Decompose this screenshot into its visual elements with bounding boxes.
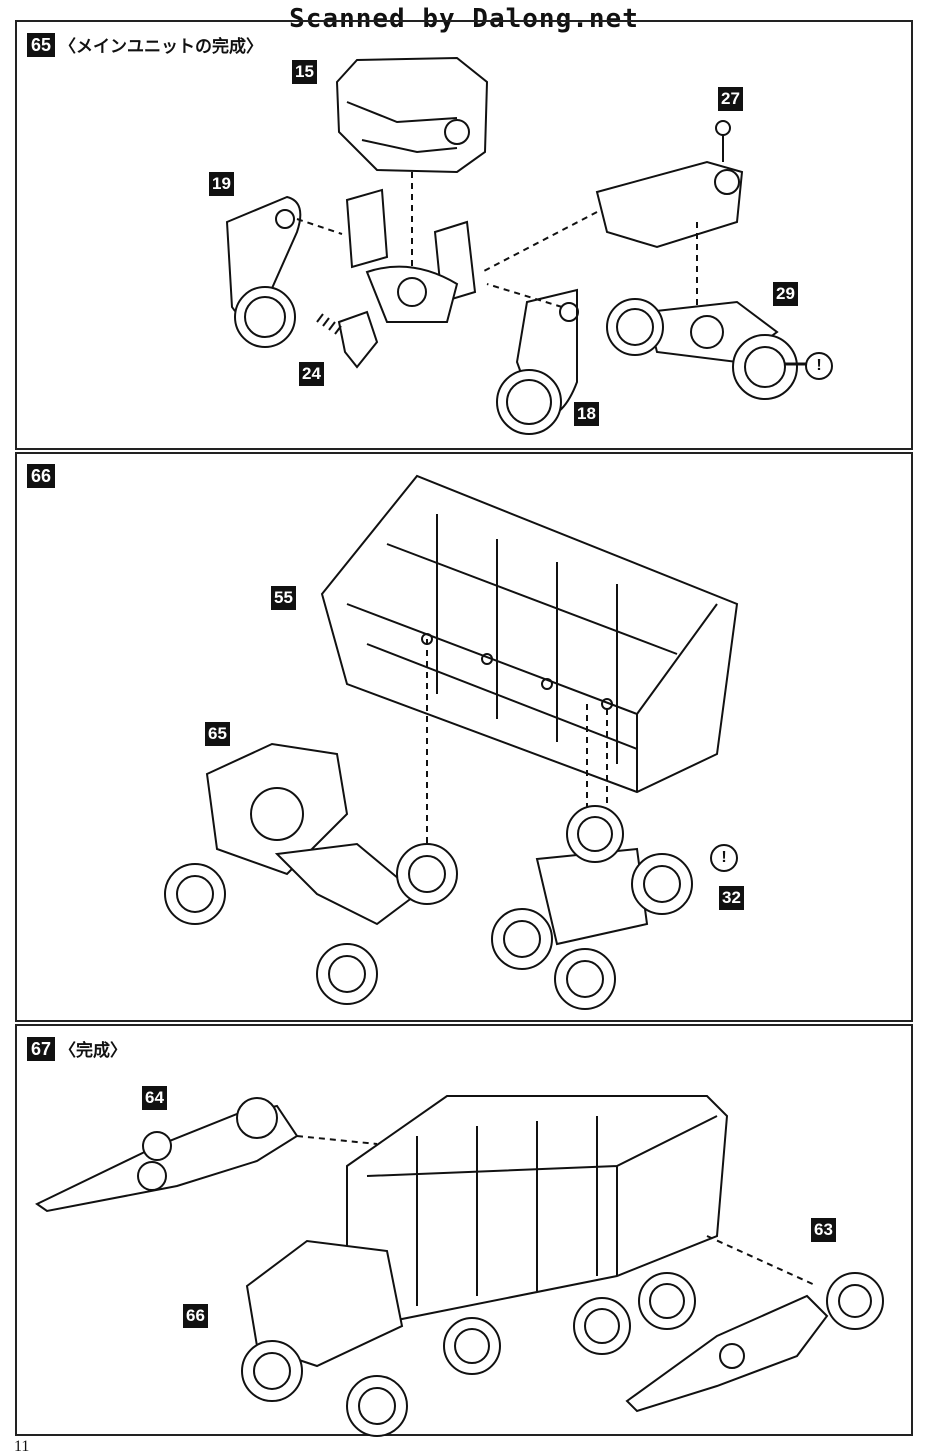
part-callout: 65: [205, 722, 230, 746]
step-number: 66: [27, 464, 56, 488]
step-number: 65: [27, 32, 56, 57]
part-callout: 66: [183, 1304, 208, 1328]
step-65-header: 65 〈メインユニットの完成〉: [27, 32, 263, 57]
part-callout: 24: [299, 362, 324, 386]
step-number: 67: [27, 1036, 56, 1061]
page-number: 11: [14, 1438, 30, 1455]
step-67-panel: 67 〈完成〉 64 66 63: [15, 1024, 913, 1437]
warning-icon: !: [710, 844, 738, 872]
part-callout: 19: [209, 172, 234, 196]
warning-icon: !: [805, 352, 833, 380]
part-callout: 18: [574, 402, 599, 426]
step-66-illustration: [164, 474, 739, 1010]
part-callout: 63: [811, 1218, 836, 1242]
part-callout: 29: [773, 282, 798, 306]
step-65-illustration: [225, 56, 807, 435]
step-66-header: 66: [27, 464, 56, 488]
part-callout: 32: [719, 886, 744, 910]
step-66-panel: 66 55 65 32 !: [15, 452, 913, 1022]
part-callout: 27: [718, 87, 743, 111]
step-65-panel: 65 〈メインユニットの完成〉: [15, 20, 913, 450]
step-67-header: 67 〈完成〉: [27, 1036, 127, 1061]
step-title: 〈完成〉: [59, 1041, 128, 1061]
part-callout: 15: [292, 60, 317, 84]
part-callout: 64: [142, 1086, 167, 1110]
step-title: 〈メインユニットの完成〉: [59, 37, 264, 57]
watermark: Scanned by Dalong.net: [289, 4, 639, 34]
step-67-illustration: [35, 1095, 884, 1437]
part-callout: 55: [271, 586, 296, 610]
